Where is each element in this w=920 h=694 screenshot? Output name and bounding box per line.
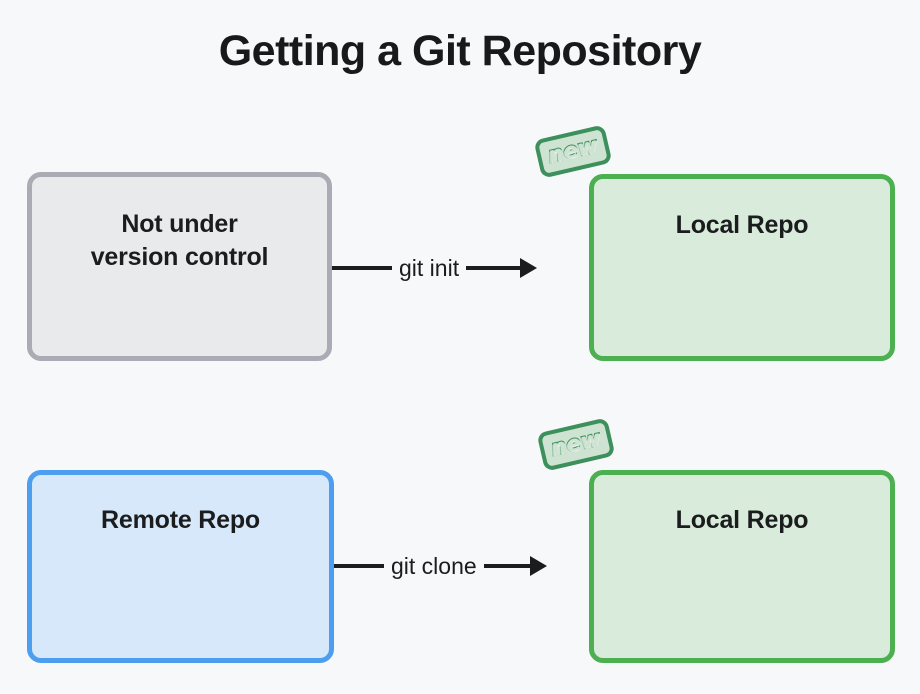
arrow-line-segment [332, 266, 392, 270]
page-title: Getting a Git Repository [218, 27, 702, 75]
node-label: Not under version control [90, 210, 269, 271]
node-local-repo-clone[interactable]: Local Repo [589, 470, 895, 663]
node-label: Remote Repo [101, 506, 260, 534]
arrow-git-clone: git clone [334, 546, 590, 586]
new-badge-label: new [548, 425, 604, 462]
node-label: Local Repo [675, 506, 809, 534]
new-badge-label: new [545, 132, 601, 169]
node-remote-repo[interactable]: Remote Repo [27, 470, 334, 663]
arrow-line-segment [466, 266, 522, 270]
arrow-head-icon [529, 556, 547, 576]
arrow-git-init: git init [332, 248, 590, 288]
arrow-head-group [483, 556, 547, 576]
arrow-head-icon [520, 258, 538, 278]
node-not-under-version-control[interactable]: Not under version control [27, 172, 332, 361]
arrow-head-group [466, 258, 538, 278]
node-label: Local Repo [675, 211, 809, 239]
new-badge-local-repo-init: new [533, 124, 613, 179]
arrow-line-segment [334, 564, 384, 568]
arrow-label-git-clone: git clone [391, 552, 477, 579]
node-local-repo-init[interactable]: Local Repo [589, 174, 895, 361]
arrow-label-git-init: git init [399, 254, 460, 281]
arrow-line-segment [483, 564, 531, 568]
new-badge-local-repo-clone: new [536, 417, 616, 472]
